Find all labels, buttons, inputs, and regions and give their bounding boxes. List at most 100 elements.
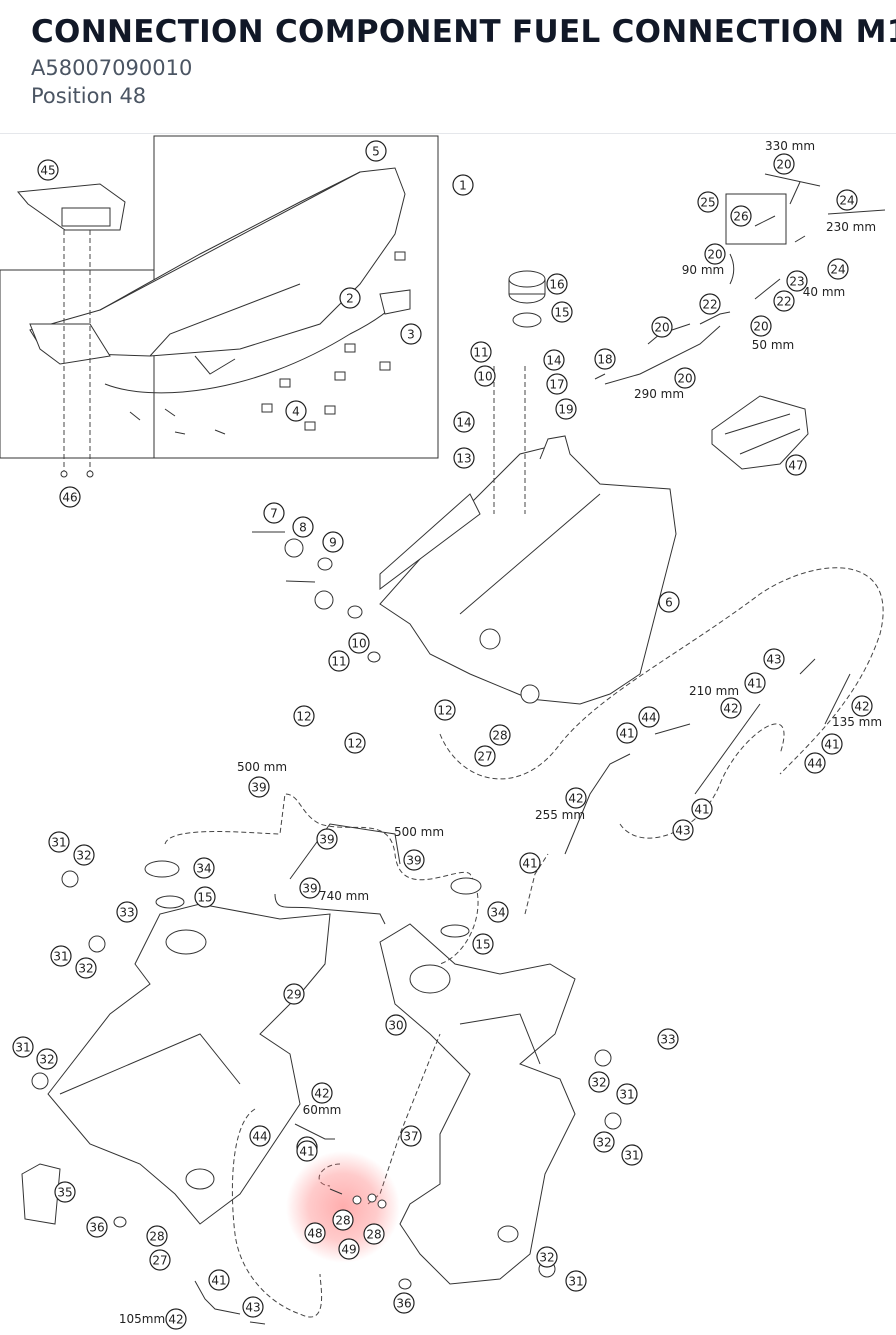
callout-15[interactable]: 15 bbox=[472, 933, 494, 955]
callout-17[interactable]: 17 bbox=[546, 373, 568, 395]
callout-15[interactable]: 15 bbox=[551, 301, 573, 323]
callout-11[interactable]: 11 bbox=[470, 341, 492, 363]
callout-49[interactable]: 49 bbox=[338, 1238, 360, 1260]
callout-39[interactable]: 39 bbox=[403, 849, 425, 871]
callout-8[interactable]: 8 bbox=[292, 516, 314, 538]
callout-32[interactable]: 32 bbox=[536, 1246, 558, 1268]
callout-28[interactable]: 28 bbox=[332, 1209, 354, 1231]
callout-41[interactable]: 41 bbox=[616, 722, 638, 744]
callout-41[interactable]: 41 bbox=[519, 852, 541, 874]
callout-36[interactable]: 36 bbox=[393, 1292, 415, 1314]
callout-43[interactable]: 43 bbox=[242, 1296, 264, 1318]
callout-44[interactable]: 44 bbox=[249, 1125, 271, 1147]
callout-33[interactable]: 33 bbox=[116, 901, 138, 923]
callout-31[interactable]: 31 bbox=[565, 1270, 587, 1292]
callout-1[interactable]: 1 bbox=[452, 174, 474, 196]
callout-13[interactable]: 13 bbox=[453, 447, 475, 469]
callout-31[interactable]: 31 bbox=[50, 945, 72, 967]
callout-32[interactable]: 32 bbox=[36, 1048, 58, 1070]
callout-42[interactable]: 42 bbox=[720, 697, 742, 719]
callout-39[interactable]: 39 bbox=[248, 776, 270, 798]
callout-29[interactable]: 29 bbox=[283, 983, 305, 1005]
callout-circle bbox=[311, 1082, 333, 1104]
callout-30[interactable]: 30 bbox=[385, 1014, 407, 1036]
callout-41[interactable]: 41 bbox=[208, 1269, 230, 1291]
callout-22[interactable]: 22 bbox=[699, 293, 721, 315]
callout-34[interactable]: 34 bbox=[487, 901, 509, 923]
callout-31[interactable]: 31 bbox=[616, 1083, 638, 1105]
callout-28[interactable]: 28 bbox=[489, 724, 511, 746]
callout-47[interactable]: 47 bbox=[785, 454, 807, 476]
callout-20[interactable]: 20 bbox=[704, 243, 726, 265]
callout-14[interactable]: 14 bbox=[543, 349, 565, 371]
callout-12[interactable]: 12 bbox=[344, 732, 366, 754]
callout-7[interactable]: 7 bbox=[263, 502, 285, 524]
callout-42[interactable]: 42 bbox=[311, 1082, 333, 1104]
callout-41[interactable]: 41 bbox=[821, 733, 843, 755]
callout-42[interactable]: 42 bbox=[851, 695, 873, 717]
callout-3[interactable]: 3 bbox=[400, 323, 422, 345]
callout-31[interactable]: 31 bbox=[621, 1144, 643, 1166]
callout-16[interactable]: 16 bbox=[546, 273, 568, 295]
callout-number: 15 bbox=[554, 306, 569, 320]
callout-9[interactable]: 9 bbox=[322, 531, 344, 553]
callout-27[interactable]: 27 bbox=[474, 745, 496, 767]
callout-48[interactable]: 48 bbox=[304, 1222, 326, 1244]
callout-42[interactable]: 42 bbox=[565, 787, 587, 809]
callout-5[interactable]: 5 bbox=[365, 140, 387, 162]
callout-11[interactable]: 11 bbox=[328, 650, 350, 672]
callout-12[interactable]: 12 bbox=[293, 705, 315, 727]
callout-24[interactable]: 24 bbox=[827, 258, 849, 280]
callout-25[interactable]: 25 bbox=[697, 191, 719, 213]
callout-44[interactable]: 44 bbox=[804, 752, 826, 774]
callout-circle bbox=[403, 849, 425, 871]
callout-46[interactable]: 46 bbox=[59, 486, 81, 508]
callout-19[interactable]: 19 bbox=[555, 398, 577, 420]
callout-4[interactable]: 4 bbox=[285, 400, 307, 422]
callout-number: 39 bbox=[302, 882, 317, 896]
callout-32[interactable]: 32 bbox=[593, 1131, 615, 1153]
callout-10[interactable]: 10 bbox=[474, 365, 496, 387]
callout-31[interactable]: 31 bbox=[48, 831, 70, 853]
callout-44[interactable]: 44 bbox=[638, 706, 660, 728]
callout-41[interactable]: 41 bbox=[296, 1140, 318, 1162]
callout-20[interactable]: 20 bbox=[674, 367, 696, 389]
callout-20[interactable]: 20 bbox=[773, 153, 795, 175]
callout-15[interactable]: 15 bbox=[194, 886, 216, 908]
callout-33[interactable]: 33 bbox=[657, 1028, 679, 1050]
callout-34[interactable]: 34 bbox=[193, 857, 215, 879]
callout-14[interactable]: 14 bbox=[453, 411, 475, 433]
callout-26[interactable]: 26 bbox=[730, 205, 752, 227]
callout-2[interactable]: 2 bbox=[339, 287, 361, 309]
callout-35[interactable]: 35 bbox=[54, 1181, 76, 1203]
callout-22[interactable]: 22 bbox=[773, 290, 795, 312]
callout-32[interactable]: 32 bbox=[75, 957, 97, 979]
callout-43[interactable]: 43 bbox=[672, 819, 694, 841]
callout-36[interactable]: 36 bbox=[86, 1216, 108, 1238]
callout-20[interactable]: 20 bbox=[750, 315, 772, 337]
callout-39[interactable]: 39 bbox=[299, 877, 321, 899]
callout-24[interactable]: 24 bbox=[836, 189, 858, 211]
callout-6[interactable]: 6 bbox=[658, 591, 680, 613]
callout-10[interactable]: 10 bbox=[348, 632, 370, 654]
callout-43[interactable]: 43 bbox=[763, 648, 785, 670]
callout-28[interactable]: 28 bbox=[363, 1223, 385, 1245]
callout-32[interactable]: 32 bbox=[588, 1071, 610, 1093]
callout-circle bbox=[116, 901, 138, 923]
callout-28[interactable]: 28 bbox=[146, 1225, 168, 1247]
callout-18[interactable]: 18 bbox=[594, 348, 616, 370]
callout-12[interactable]: 12 bbox=[434, 699, 456, 721]
callout-42[interactable]: 42 bbox=[165, 1308, 187, 1330]
callout-45[interactable]: 45 bbox=[37, 159, 59, 181]
callout-23[interactable]: 23 bbox=[786, 270, 808, 292]
callout-41[interactable]: 41 bbox=[744, 672, 766, 694]
callout-37[interactable]: 37 bbox=[400, 1125, 422, 1147]
callout-39[interactable]: 39 bbox=[316, 828, 338, 850]
callout-41[interactable]: 41 bbox=[691, 798, 713, 820]
callout-31[interactable]: 31 bbox=[12, 1036, 34, 1058]
callout-circle bbox=[691, 798, 713, 820]
callout-27[interactable]: 27 bbox=[149, 1249, 171, 1271]
callout-32[interactable]: 32 bbox=[73, 844, 95, 866]
callout-20[interactable]: 20 bbox=[651, 316, 673, 338]
callout-number: 28 bbox=[366, 1228, 381, 1242]
